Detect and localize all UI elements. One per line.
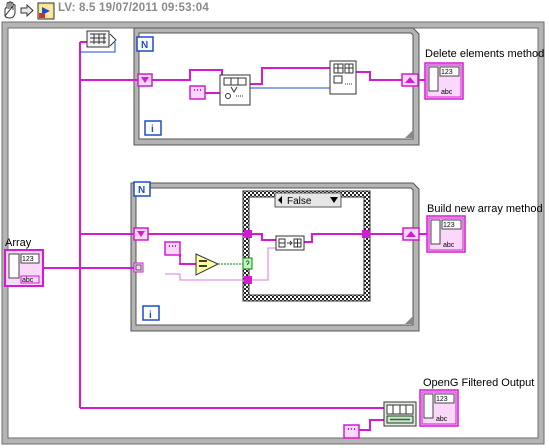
delete-from-array-node[interactable] <box>329 60 357 95</box>
hand-icon[interactable] <box>4 1 16 19</box>
case-tunnel-left-bottom[interactable] <box>244 276 252 284</box>
arrow-icon[interactable] <box>20 3 34 18</box>
openg-indicator-string-text: abc <box>436 416 448 423</box>
build-indicator-numeric-text: 123 <box>443 222 455 229</box>
for-loop-delete[interactable] <box>133 27 420 146</box>
iteration-terminal-top[interactable]: i <box>144 120 162 136</box>
indexing-tunnel[interactable] <box>133 262 144 273</box>
lv-version-info: LV: 8.5 19/07/2011 09:53:04 <box>58 2 209 14</box>
openg-filter-subvi[interactable] <box>383 401 417 427</box>
delete-elements-label: Delete elements method <box>425 48 545 60</box>
vi-icon[interactable] <box>37 2 55 20</box>
build-indicator-string-text: abc <box>443 242 455 249</box>
array-control[interactable]: 123 abc <box>4 249 44 287</box>
shift-register-bottom-right[interactable] <box>402 227 420 241</box>
empty-string-constant-bottom[interactable] <box>164 241 181 256</box>
count-terminal-top[interactable]: N <box>136 36 154 52</box>
numeric-wires <box>80 42 332 89</box>
outer-while-loop[interactable] <box>1 21 545 445</box>
cluster-constant[interactable] <box>86 30 117 48</box>
openg-indicator-numeric-text: 123 <box>436 396 448 403</box>
count-terminal-bottom[interactable]: N <box>133 181 151 197</box>
string-array-wires <box>38 41 427 431</box>
iteration-terminal-top-text: i <box>151 124 154 135</box>
delete-indicator-numeric-text: 123 <box>441 69 453 76</box>
iteration-terminal-bottom[interactable]: i <box>142 305 160 321</box>
openg-output-indicator[interactable]: 123 abc <box>419 389 459 427</box>
count-terminal-top-text: N <box>141 40 148 51</box>
count-terminal-bottom-text: N <box>138 185 145 196</box>
array-control-numeric-text: 123 <box>22 256 34 263</box>
search-array-node[interactable] <box>219 74 251 106</box>
case-selector[interactable] <box>274 192 342 208</box>
delete-elements-indicator[interactable]: 123 abc <box>424 62 464 100</box>
empty-string-constant-outer[interactable] <box>343 424 360 439</box>
iteration-terminal-bottom-text: i <box>149 310 152 321</box>
case-tunnel-left-top[interactable] <box>244 230 252 238</box>
openg-output-label: OpenG Filtered Output <box>423 377 535 389</box>
equal-comparison-node[interactable] <box>195 253 220 276</box>
delete-indicator-string-text: abc <box>441 89 453 96</box>
case-selector-value: False <box>287 196 312 207</box>
shift-register-top-left[interactable] <box>137 73 153 87</box>
shift-register-top-right[interactable] <box>401 73 419 87</box>
case-selector-terminal[interactable] <box>242 257 253 270</box>
build-array-node[interactable] <box>275 235 305 251</box>
build-array-indicator[interactable]: 123 abc <box>426 215 466 253</box>
build-array-label: Build new array method <box>427 203 543 215</box>
array-control-label: Array <box>5 237 32 249</box>
shift-register-bottom-left[interactable] <box>133 227 149 241</box>
string-wire-light <box>165 247 276 281</box>
for-loop-build[interactable] <box>130 182 420 332</box>
array-control-string-text: abc <box>22 277 34 284</box>
case-tunnel-right[interactable] <box>362 230 370 238</box>
empty-string-constant-top[interactable] <box>189 85 206 100</box>
